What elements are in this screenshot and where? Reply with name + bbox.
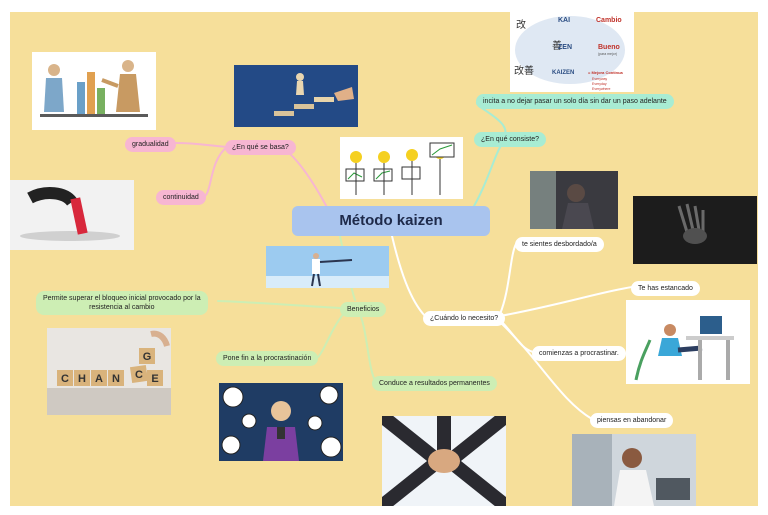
bueno-label: Bueno — [598, 44, 620, 51]
block-h: H — [78, 373, 86, 385]
everyday-label: Everyday — [592, 82, 607, 86]
steps-staircase-image — [234, 65, 358, 127]
procrastinating-worker-image — [626, 300, 750, 384]
dominoes-image — [10, 180, 134, 250]
block-n: N — [112, 373, 120, 385]
kanji-zen: 善 — [552, 39, 562, 52]
block-a: A — [95, 373, 103, 385]
team-hands-image — [382, 416, 506, 506]
node-en-que-se-basa[interactable]: ¿En qué se basa? — [225, 140, 296, 155]
kanji-kaizen: 改善 — [514, 64, 534, 77]
node-pone-fin[interactable]: Pone fin a la procrastinación — [216, 351, 319, 366]
mejora-label: = Mejora Continua — [588, 70, 624, 75]
cambio-label: Cambio — [596, 17, 622, 24]
permite-line-1: Permite superar el bloqueo inicial provo… — [43, 295, 201, 302]
node-desbordado[interactable]: te sientes desbordado/a — [515, 237, 604, 252]
change-blocks-image: C H A N C E G — [47, 328, 171, 415]
businessman-sky-image — [266, 246, 389, 288]
shadow-hand-image — [633, 196, 757, 264]
kaizen-label: KAIZEN — [552, 70, 574, 76]
block-e: E — [151, 373, 158, 385]
kaizen-definition-image: 改 善 改善 KAI ZEN Cambio Bueno (para mejor)… — [510, 10, 634, 92]
block-c: C — [61, 373, 69, 385]
block-c2: C — [135, 369, 143, 381]
emoji-progress-image — [340, 137, 463, 199]
everywhere-label: Everywhere — [592, 87, 611, 91]
node-incita[interactable]: incita a no dejar pasar un solo día sin … — [476, 94, 674, 109]
node-permite-superar[interactable]: Permite superar el bloqueo inicial provo… — [36, 291, 208, 315]
block-g: G — [143, 351, 152, 363]
sad-woman-image — [530, 171, 618, 229]
zen-label: ZEN — [558, 44, 572, 51]
kai-label: KAI — [558, 17, 570, 24]
procrastination-clocks-image — [219, 383, 343, 461]
kanji-kai: 改 — [516, 18, 526, 31]
everyway-label: Everyway — [592, 77, 607, 81]
node-beneficios[interactable]: Beneficios — [340, 302, 387, 317]
node-cuando-lo-necesito[interactable]: ¿Cuándo lo necesito? — [423, 311, 506, 326]
node-conduce[interactable]: Conduce a resultados permanentes — [372, 376, 497, 391]
node-procrastinar[interactable]: comienzas a procrastinar. — [532, 346, 626, 361]
node-abandonar[interactable]: piensas en abandonar — [590, 413, 674, 428]
node-estancado[interactable]: Te has estancado — [631, 281, 700, 296]
frustrated-man-image — [572, 434, 696, 506]
bueno-sub-label: (para mejor) — [598, 52, 617, 56]
permite-line-2: resistencia al cambio — [89, 304, 155, 311]
node-gradualidad[interactable]: gradualidad — [125, 137, 176, 152]
node-en-que-consiste[interactable]: ¿En qué consiste? — [474, 132, 546, 147]
business-figures-image — [32, 52, 156, 130]
node-continuidad[interactable]: continuidad — [156, 190, 206, 205]
central-topic[interactable]: Método kaizen — [292, 206, 490, 236]
